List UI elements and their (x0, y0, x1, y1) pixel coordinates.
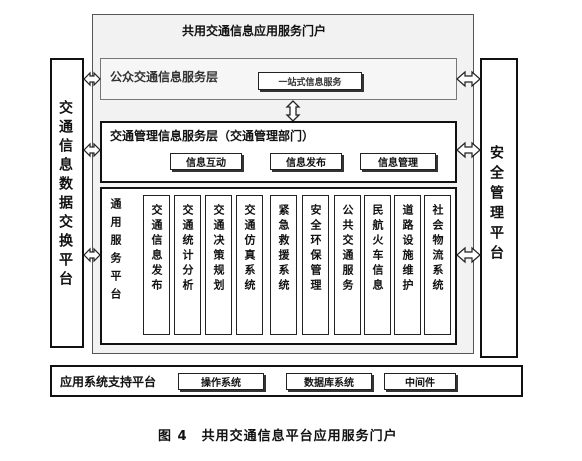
os-box: 操作系统 (178, 373, 264, 390)
service-logistics: 社会物流系统 (424, 195, 451, 335)
right-platform-label: 安全管理平台 (488, 145, 504, 265)
management-layer (100, 121, 457, 183)
service-simulation: 交通仿真系统 (236, 195, 263, 335)
left-platform (50, 58, 84, 348)
service-safety-environment: 安全环保管理 (302, 195, 329, 335)
public-service-layer-title: 公众交通信息服务层 (110, 70, 219, 84)
service-transport-info-release: 交通信息发布 (143, 195, 170, 335)
left-platform-label: 交通信息数据交换平台 (57, 100, 73, 290)
service-public-transport: 公共交通服务 (334, 195, 361, 335)
management-layer-title: 交通管理信息服务层（交通管理部门） (110, 129, 315, 143)
right-platform (480, 58, 518, 358)
service-decision-planning: 交通决策规划 (205, 195, 232, 335)
database-box: 数据库系统 (286, 373, 372, 390)
portal-title: 共用交通信息应用服务门户 (182, 24, 327, 38)
info-interaction-box: 信息互动 (170, 153, 242, 170)
service-emergency-rescue: 紧急救援系统 (270, 195, 297, 335)
middleware-box: 中间件 (384, 373, 456, 390)
service-platform-label: 通用服务平台 (109, 198, 122, 306)
service-road-maintenance: 道路设施维护 (394, 195, 421, 335)
service-aviation-rail-info: 民航火车信息 (364, 195, 391, 335)
double-arrow-icon (285, 100, 301, 122)
service-transport-statistics: 交通统计分析 (174, 195, 201, 335)
connector-public-management (285, 100, 301, 122)
info-management-box: 信息管理 (360, 153, 436, 170)
support-platform-label: 应用系统支持平台 (60, 375, 157, 389)
info-release-box: 信息发布 (270, 153, 342, 170)
figure-caption: 图 4 共用交通信息平台应用服务门户 (158, 429, 398, 444)
one-stop-service-box: 一站式信息服务 (258, 72, 362, 90)
